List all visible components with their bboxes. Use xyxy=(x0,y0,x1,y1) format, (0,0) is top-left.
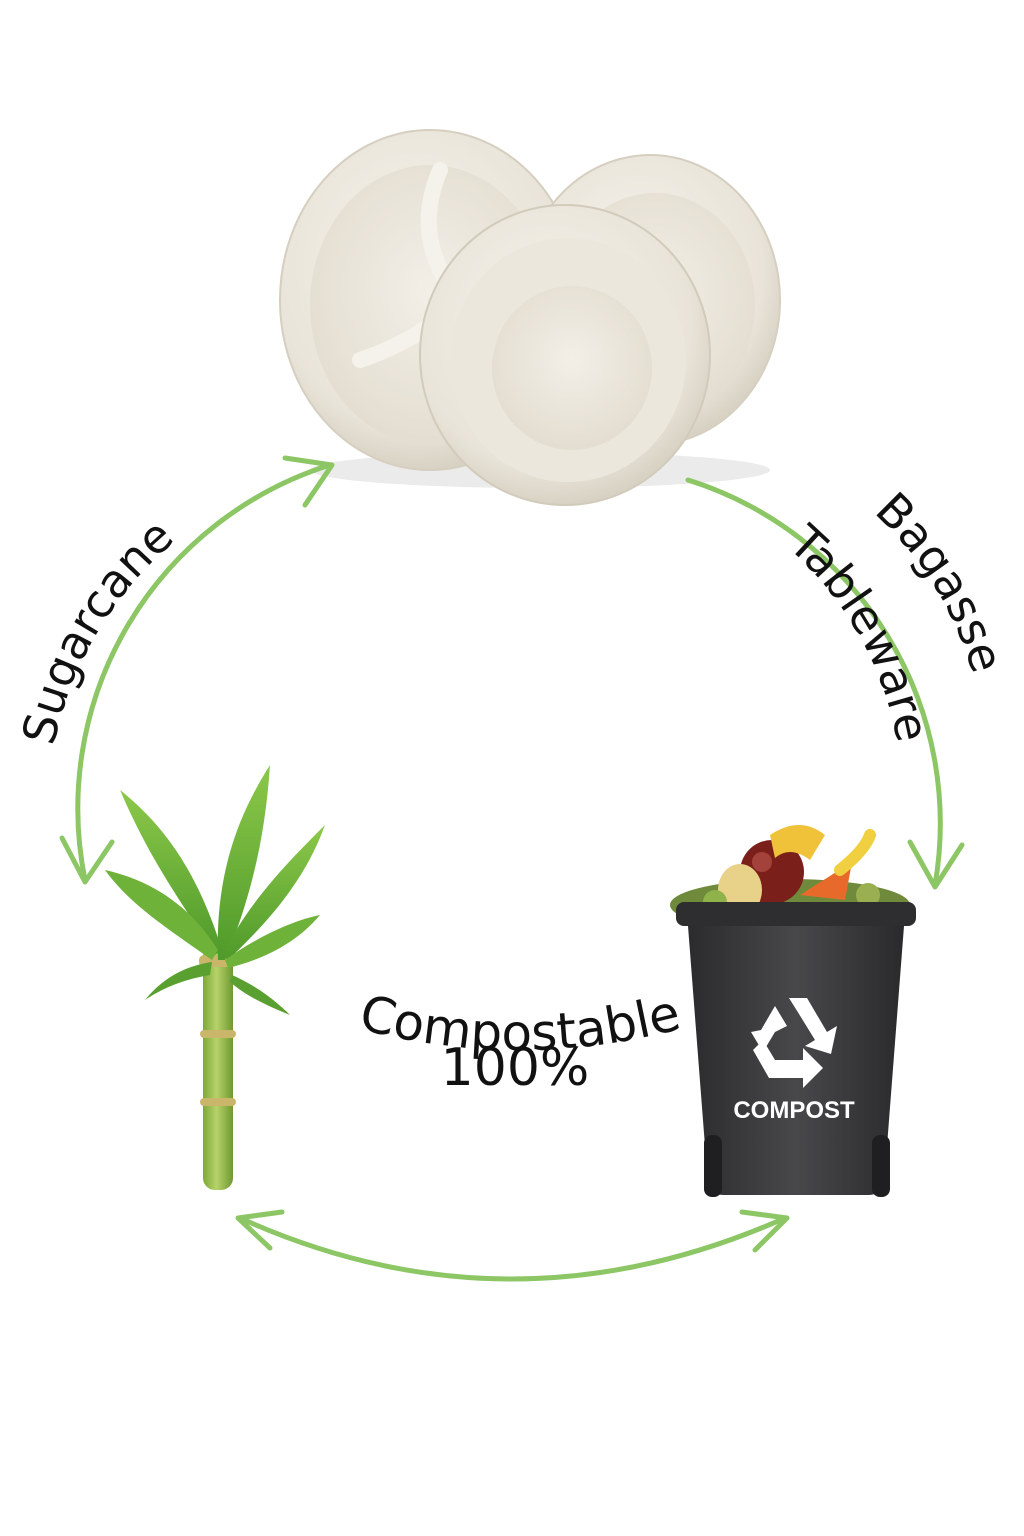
label-compostable-line2: Compostable xyxy=(354,984,685,1062)
arrow-left-arc xyxy=(75,462,333,883)
label-sugarcane-path: Sugarcane xyxy=(11,508,183,749)
label-sugarcane: Sugarcane xyxy=(11,508,183,749)
arrow-bottom-arc xyxy=(237,1215,788,1282)
label-compostable-line2-path: Compostable xyxy=(354,984,685,1062)
arrow-right-arc xyxy=(685,477,943,888)
arrowhead-bottom-left xyxy=(235,1209,285,1251)
label-compostable-line1: 100% xyxy=(441,1038,590,1098)
bagasse-plates xyxy=(279,129,781,506)
arrowhead-right xyxy=(907,839,965,890)
arrowhead-left-top xyxy=(282,455,335,508)
recycle-icon xyxy=(751,998,837,1088)
bin-label: COMPOST xyxy=(733,1097,855,1124)
sugarcane-plant xyxy=(105,765,325,1190)
compost-bin: COMPOST xyxy=(670,825,916,1197)
cycle-arrows xyxy=(59,455,965,1282)
arrowhead-left-bottom xyxy=(59,835,115,885)
arrowhead-bottom-right xyxy=(739,1209,790,1253)
